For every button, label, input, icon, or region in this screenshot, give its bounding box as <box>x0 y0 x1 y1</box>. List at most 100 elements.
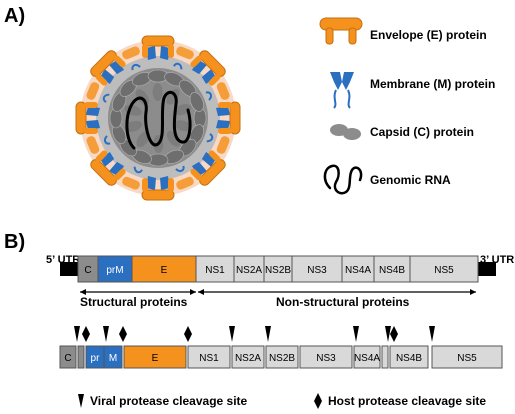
membrane-protein <box>160 46 170 60</box>
genome-segment-label: NS3 <box>307 265 327 276</box>
polyprotein-segment-ns5: NS5 <box>431 345 503 369</box>
polyprotein-segment-ns2a: NS2A <box>231 345 265 369</box>
envelope-protein-stem <box>84 128 98 134</box>
envelope-protein <box>176 46 194 60</box>
polyprotein-segment-label: NS3 <box>316 353 336 364</box>
membrane-protein <box>104 135 111 145</box>
nucleocapsid <box>108 68 208 168</box>
polyprotein-segment-ns2b: NS2B <box>265 345 299 369</box>
membrane-protein <box>100 151 115 167</box>
polyprotein-segment-ns4b: NS4B <box>389 345 429 369</box>
viral-cleavage-site <box>353 326 359 342</box>
envelope-protein <box>199 159 226 186</box>
cleavage-legend: Viral protease cleavage site Host protea… <box>78 393 486 409</box>
polyprotein-segment-e: E <box>123 345 187 369</box>
envelope-protein <box>199 50 226 77</box>
membrane-protein <box>100 69 115 85</box>
genome-segment-label: C <box>84 265 91 276</box>
envelope-protein-stem <box>218 128 232 134</box>
host-cleavage-site <box>119 326 127 342</box>
membrane-protein <box>191 161 207 176</box>
structural-region-arrow <box>80 289 196 295</box>
envelope-protein <box>86 136 100 154</box>
membrane-protein <box>206 133 214 143</box>
surface-spike <box>216 101 241 135</box>
legend-membrane-text: Membrane (M) protein <box>370 77 495 91</box>
membrane-protein <box>131 64 141 71</box>
host-cleavage-icon <box>314 393 322 409</box>
host-cleavage-site <box>184 326 192 342</box>
envelope-protein <box>122 176 140 190</box>
genome-segment-ns4a: NS4A <box>341 255 375 283</box>
genomic-rna-icon <box>323 164 363 195</box>
viral-cleavage-icon <box>78 394 84 408</box>
genome-segment-label: NS5 <box>434 265 454 276</box>
polyprotein-segment-label: E <box>152 353 159 364</box>
envelope-protein-stem <box>113 55 126 68</box>
membrane-protein <box>201 69 216 85</box>
genome-segment-label: NS2B <box>265 265 291 276</box>
envelope-protein <box>229 101 241 135</box>
polyprotein-segment-label: NS4B <box>396 353 422 364</box>
envelope-protein-icon <box>319 17 363 45</box>
utr3-bar <box>478 262 496 276</box>
membrane-protein <box>102 93 110 103</box>
capsid-protein-unit <box>189 92 204 112</box>
envelope-protein <box>216 82 230 100</box>
surface-spike-side <box>86 135 111 154</box>
genome-segment-prm: prM <box>97 255 133 283</box>
polyprotein-segment-label: NS5 <box>457 353 477 364</box>
surface-spike-side <box>205 82 230 101</box>
genome-segment-ns2b: NS2B <box>263 255 293 283</box>
viral-cleavage-site <box>385 326 391 342</box>
capsid-protein-unit <box>166 131 181 147</box>
envelope-protein <box>90 50 117 77</box>
virion-diagram <box>75 35 241 201</box>
envelope-protein-stem <box>142 178 148 192</box>
genome-segment-ns3: NS3 <box>291 255 343 283</box>
genome-segment-e: E <box>131 255 197 283</box>
panel-b-label: B) <box>4 231 25 253</box>
legend-rna-text: Genomic RNA <box>370 173 451 187</box>
genome-segment-c: C <box>77 255 99 283</box>
membrane-protein <box>146 176 156 190</box>
capsid-protein-unit <box>173 104 192 116</box>
envelope-protein <box>86 82 100 100</box>
structural-proteins-label: Structural proteins <box>80 295 188 309</box>
host-cleavage-site <box>82 326 90 342</box>
surface-spike-side <box>206 133 230 154</box>
membrane-protein <box>173 62 183 70</box>
surface-spike-side <box>86 82 110 103</box>
utr5-bar <box>60 262 78 276</box>
polyprotein-segment-linker <box>77 345 85 369</box>
surface-spike <box>90 50 126 86</box>
surface-spike <box>141 176 175 201</box>
envelope-protein <box>176 176 194 190</box>
polyprotein-segment-label: NS2B <box>269 353 295 364</box>
surface-spike-side <box>175 165 194 190</box>
envelope-protein <box>141 35 175 47</box>
surface-spike <box>190 150 226 186</box>
membrane-protein <box>160 176 170 190</box>
legend-capsid-text: Capsid (C) protein <box>370 125 474 139</box>
membrane-protein <box>146 46 156 60</box>
polyprotein-segment-label: NS1 <box>199 353 219 364</box>
polyprotein-segment-pr: pr <box>85 345 105 369</box>
polyprotein-segment-c: C <box>59 345 77 369</box>
envelope-protein-stem <box>190 168 203 181</box>
genome-segment-ns1: NS1 <box>195 255 235 283</box>
membrane-protein <box>175 165 185 172</box>
surface-spike-side <box>173 46 194 70</box>
genome-segment-ns2a: NS2A <box>233 255 265 283</box>
host-cleavage-label: Host protease cleavage site <box>328 394 486 408</box>
membrane-protein <box>86 106 100 116</box>
host-cleavage-site <box>390 326 398 342</box>
capsid-protein-unit <box>124 120 143 132</box>
surface-proteins <box>75 35 241 201</box>
membrane-protein <box>191 60 207 75</box>
polyprotein-segment-label: NS4A <box>354 353 380 364</box>
viral-cleavage-label: Viral protease cleavage site <box>90 394 248 408</box>
polyprotein-segment-label: C <box>64 353 71 364</box>
